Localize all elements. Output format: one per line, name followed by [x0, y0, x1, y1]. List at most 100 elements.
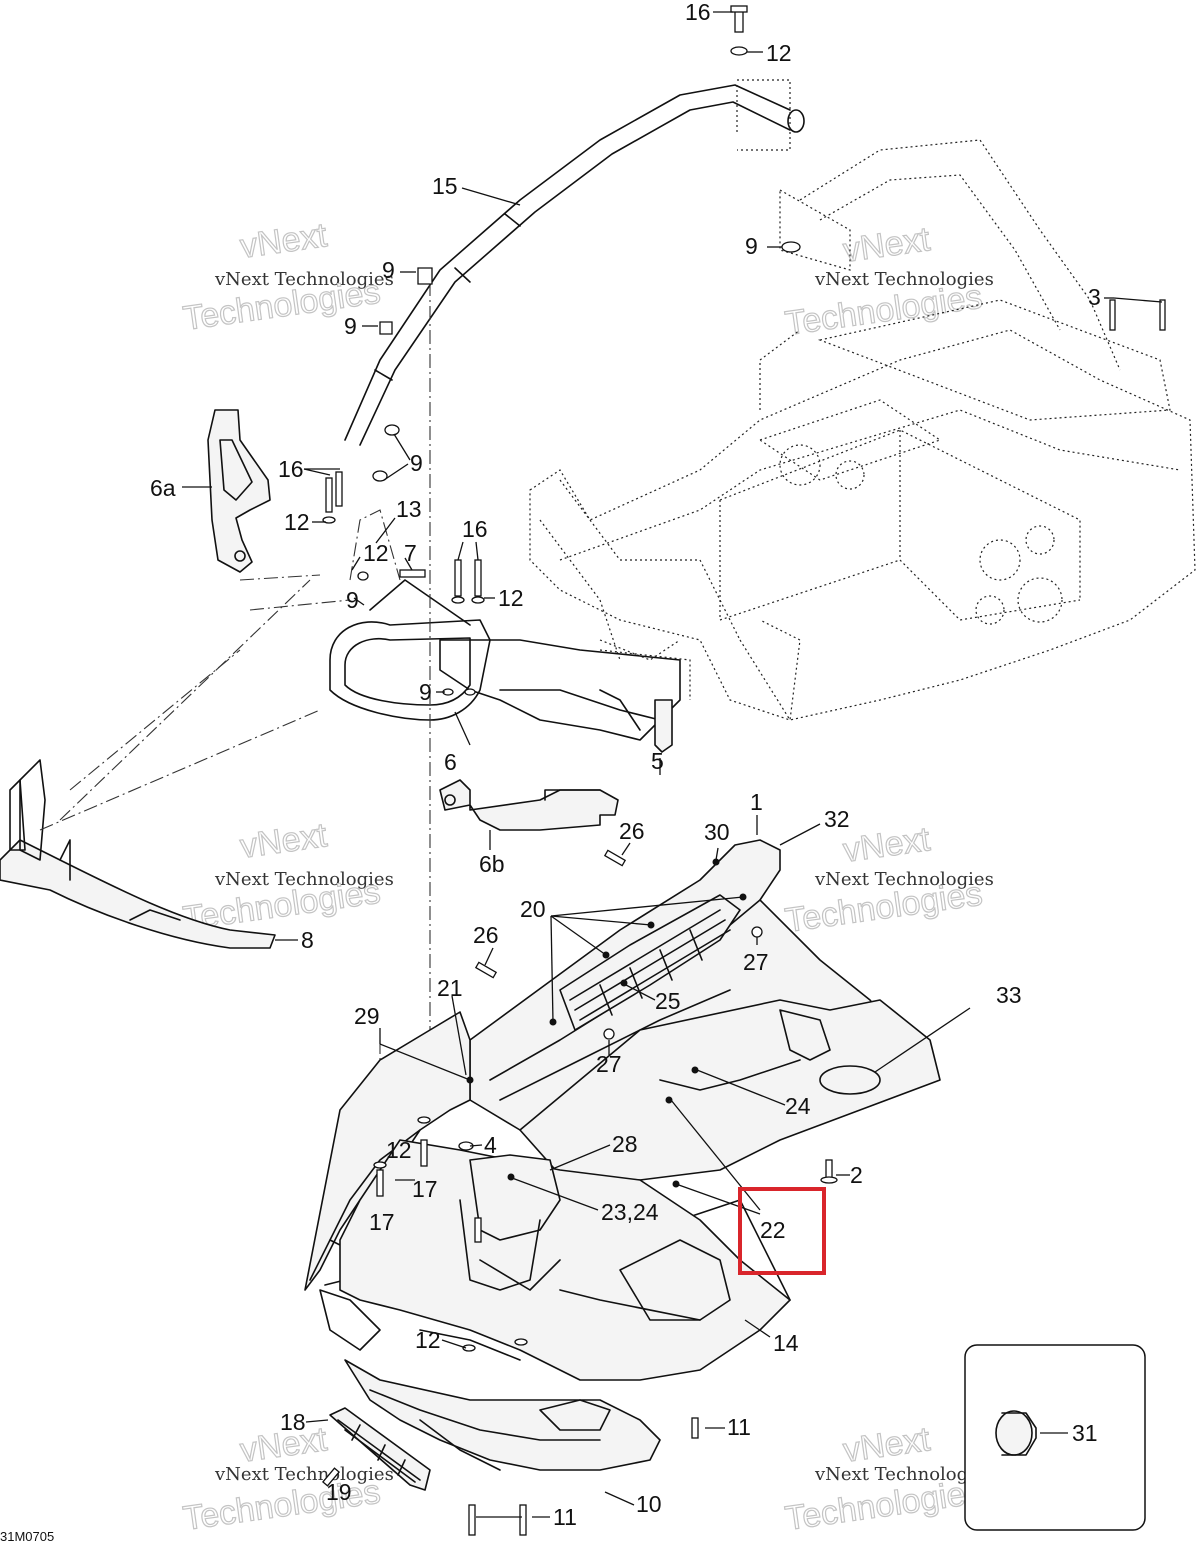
- rivet-icon: [691, 1417, 699, 1439]
- part-label-9[interactable]: 9: [745, 233, 758, 259]
- part-label-12[interactable]: 12: [363, 540, 389, 566]
- svg-text:vNext: vNext: [238, 216, 330, 266]
- bolt-icon: [335, 471, 343, 507]
- svg-text:vNext: vNext: [238, 816, 330, 866]
- plug-31[interactable]: [995, 1410, 1037, 1456]
- rivet-icon: [519, 1504, 527, 1536]
- highlight-box-part-22: [738, 1187, 826, 1275]
- part-label-9[interactable]: 9: [382, 257, 395, 283]
- part-label-18[interactable]: 18: [280, 1409, 306, 1435]
- part-label-29[interactable]: 29: [354, 1003, 380, 1029]
- nut-icon: [384, 424, 400, 436]
- part-label-2[interactable]: 2: [850, 1162, 863, 1188]
- lower-bumper-8[interactable]: [0, 579, 321, 949]
- watermark: vNext vNext Technologies Technologies: [782, 220, 994, 344]
- rivet-icon: [1109, 299, 1116, 331]
- part-label-30[interactable]: 30: [704, 819, 730, 845]
- part-label-27[interactable]: 27: [743, 949, 769, 975]
- part-label-33[interactable]: 33: [996, 982, 1022, 1008]
- part-label-32[interactable]: 32: [824, 806, 850, 832]
- part-label-9[interactable]: 9: [346, 587, 359, 613]
- part-label-4[interactable]: 4: [484, 1132, 497, 1158]
- part-label-10[interactable]: 10: [636, 1491, 662, 1517]
- watermark: vNext vNext Technologies Technologies: [782, 1420, 994, 1539]
- deck-panel-24[interactable]: [519, 999, 941, 1301]
- svg-text:vNext Technologies: vNext Technologies: [814, 1464, 994, 1485]
- diagram-code: 31M0705: [0, 1529, 54, 1544]
- front-bumper-6[interactable]: [329, 509, 491, 721]
- part-label-13[interactable]: 13: [396, 496, 422, 522]
- grommet-icon: [751, 926, 763, 938]
- rivet-icon: [603, 849, 627, 867]
- part-label-12[interactable]: 12: [766, 40, 792, 66]
- bolt-icon: [734, 9, 744, 33]
- part-label-9[interactable]: 9: [344, 313, 357, 339]
- part-label-11[interactable]: 11: [727, 1414, 751, 1440]
- rivet-icon: [1159, 299, 1166, 331]
- part-label-23-24[interactable]: 23,24: [601, 1199, 659, 1225]
- part-label-21[interactable]: 21: [437, 975, 463, 1001]
- part-labels: 16 12 15 9 9 9 3 6a 16 9 13 12 12 7 16 1…: [150, 0, 1101, 1530]
- svg-text:vNext Technologies: vNext Technologies: [814, 869, 994, 890]
- part-label-16[interactable]: 16: [462, 516, 488, 542]
- part-label-26[interactable]: 26: [473, 922, 499, 948]
- svg-text:vNext: vNext: [841, 820, 933, 870]
- rivet-icon: [468, 1504, 476, 1536]
- svg-text:vNext Technologies: vNext Technologies: [214, 869, 394, 890]
- part-label-28[interactable]: 28: [612, 1131, 638, 1157]
- part-label-15[interactable]: 15: [432, 173, 458, 199]
- part-label-12[interactable]: 12: [284, 509, 310, 535]
- part-label-16[interactable]: 16: [685, 0, 711, 25]
- bolt-icon: [420, 1139, 428, 1167]
- washer-icon: [373, 1161, 387, 1169]
- part-label-3[interactable]: 3: [1088, 284, 1101, 310]
- washer-icon: [357, 571, 369, 581]
- part-label-6a[interactable]: 6a: [150, 475, 176, 501]
- mesh-grille-18[interactable]: [329, 1407, 431, 1491]
- mesh-screen-20: [569, 909, 731, 1021]
- bracket-6b[interactable]: [439, 779, 619, 831]
- skid-plate-10[interactable]: [344, 1359, 661, 1471]
- watermark: vNext vNext Technologies Technologies: [180, 816, 394, 939]
- part-label-9[interactable]: 9: [419, 679, 432, 705]
- part-label-1[interactable]: 1: [750, 789, 763, 815]
- svg-text:vNext: vNext: [841, 1420, 933, 1470]
- part-label-6[interactable]: 6: [444, 749, 457, 775]
- part-label-8[interactable]: 8: [301, 927, 314, 953]
- svg-text:vNext Technologies: vNext Technologies: [214, 269, 394, 290]
- part-label-12[interactable]: 12: [498, 585, 524, 611]
- part-label-7[interactable]: 7: [404, 540, 417, 566]
- part-label-27[interactable]: 27: [596, 1051, 622, 1077]
- part-label-16[interactable]: 16: [278, 456, 304, 482]
- washer-icon: [514, 1338, 528, 1346]
- bolt-icon: [454, 559, 462, 597]
- assembly-center-lines: [239, 282, 431, 1140]
- nut-icon: [417, 267, 433, 285]
- part-label-5[interactable]: 5: [651, 748, 664, 774]
- part-label-31[interactable]: 31: [1072, 1420, 1098, 1446]
- part-label-24[interactable]: 24: [785, 1093, 811, 1119]
- front-structure-5[interactable]: [439, 639, 691, 753]
- part-label-22[interactable]: 22: [760, 1217, 786, 1243]
- bolt-head-icon: [730, 5, 748, 13]
- part-label-17[interactable]: 17: [412, 1176, 438, 1202]
- part-label-12[interactable]: 12: [386, 1137, 412, 1163]
- part-label-12[interactable]: 12: [415, 1327, 441, 1353]
- part-label-9[interactable]: 9: [410, 450, 423, 476]
- bolt-icon: [474, 1217, 482, 1243]
- part-label-20[interactable]: 20: [520, 896, 546, 922]
- handle-bar-15[interactable]: [344, 79, 805, 446]
- part-label-11[interactable]: 11: [553, 1504, 577, 1530]
- bolt-icon: [376, 1169, 384, 1197]
- svg-text:vNext: vNext: [841, 220, 933, 270]
- lower-body-14[interactable]: [319, 1139, 791, 1381]
- bracket-6a[interactable]: [207, 409, 271, 573]
- part-label-14[interactable]: 14: [773, 1330, 799, 1356]
- part-label-19[interactable]: 19: [326, 1479, 352, 1505]
- part-label-26[interactable]: 26: [619, 818, 645, 844]
- part-label-6b[interactable]: 6b: [479, 851, 505, 877]
- part-label-25[interactable]: 25: [655, 988, 681, 1014]
- part-label-17[interactable]: 17: [369, 1209, 395, 1235]
- bolt-icon: [399, 569, 426, 578]
